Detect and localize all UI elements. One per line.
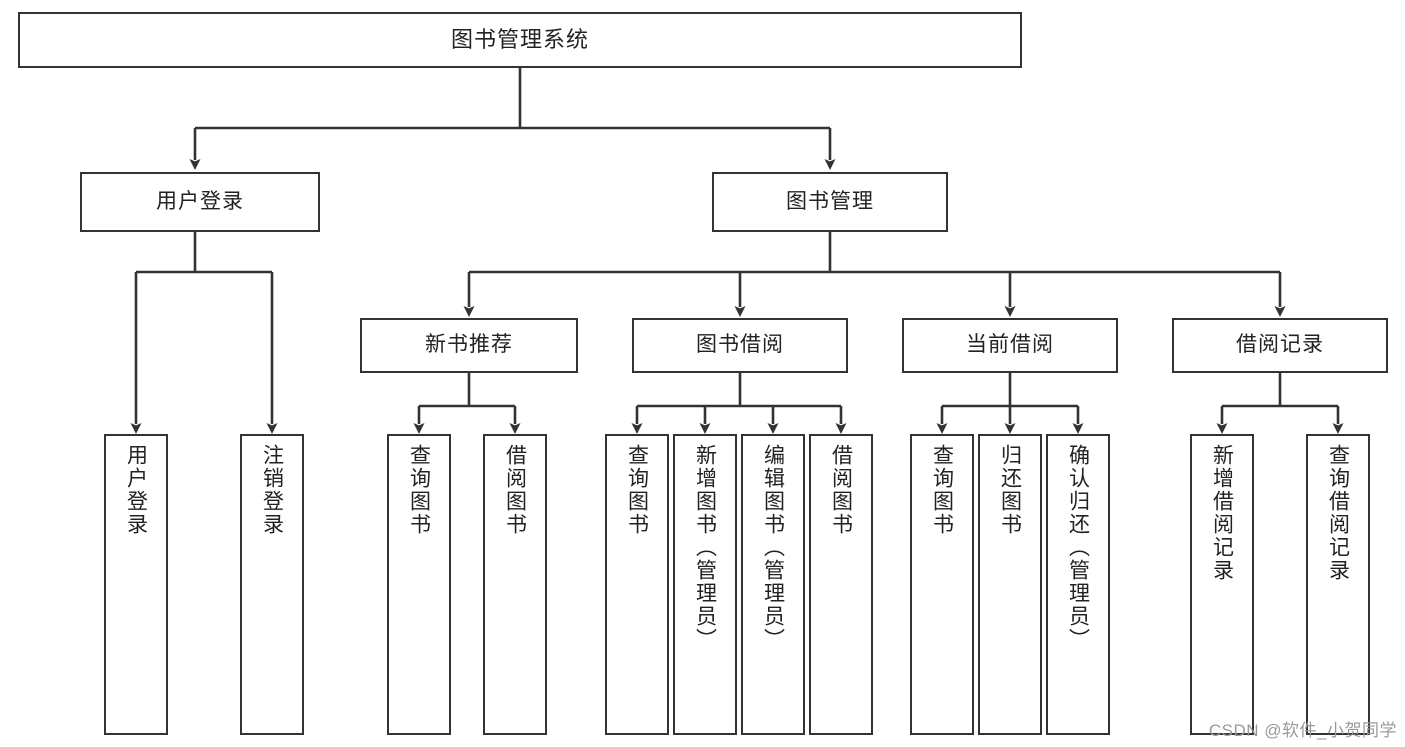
- leaf-user-login[interactable]: 用户登录: [104, 434, 168, 735]
- leaf-borrow-book-1[interactable]: 借阅图书: [483, 434, 547, 735]
- leaf-edit-book[interactable]: 编辑图书（管理员）: [741, 434, 805, 735]
- leaf-add-record[interactable]: 新增借阅记录: [1190, 434, 1254, 735]
- csdn-watermark: CSDN @软件_小贺同学: [1208, 721, 1397, 740]
- node-current-borrow[interactable]: 当前借阅: [902, 318, 1118, 373]
- leaf-add-book[interactable]: 新增图书（管理员）: [673, 434, 737, 735]
- leaf-confirm-return[interactable]: 确认归还（管理员）: [1046, 434, 1110, 735]
- node-book-management[interactable]: 图书管理: [712, 172, 948, 232]
- leaf-query-book-2[interactable]: 查询图书: [605, 434, 669, 735]
- leaf-borrow-book-2[interactable]: 借阅图书: [809, 434, 873, 735]
- leaf-logout-login[interactable]: 注销登录: [240, 434, 304, 735]
- leaf-query-book-3[interactable]: 查询图书: [910, 434, 974, 735]
- node-book-borrow[interactable]: 图书借阅: [632, 318, 848, 373]
- node-new-book-recommend[interactable]: 新书推荐: [360, 318, 578, 373]
- node-root[interactable]: 图书管理系统: [18, 12, 1022, 68]
- node-borrow-record[interactable]: 借阅记录: [1172, 318, 1388, 373]
- leaf-query-book-1[interactable]: 查询图书: [387, 434, 451, 735]
- node-user-login[interactable]: 用户登录: [80, 172, 320, 232]
- leaf-return-book[interactable]: 归还图书: [978, 434, 1042, 735]
- leaf-query-record[interactable]: 查询借阅记录: [1306, 434, 1370, 735]
